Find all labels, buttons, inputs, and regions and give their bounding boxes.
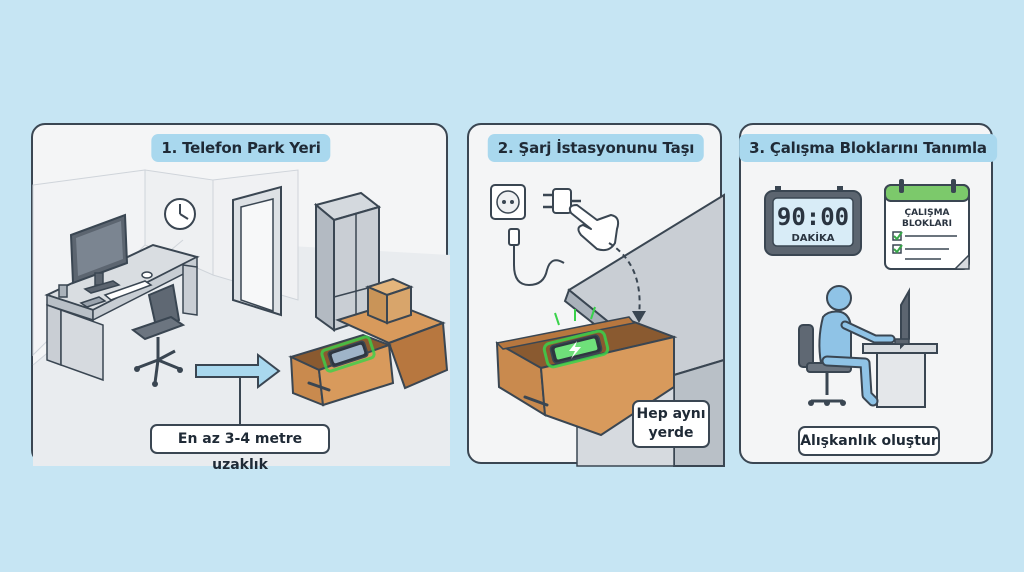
desk-icon	[44, 243, 200, 382]
panel-move-charger: 2. Şarj İstasyonunu Taşı Hep aynı yerde	[467, 123, 725, 467]
usb-cable-icon	[508, 228, 565, 287]
distance-callout: En az 3-4 metre uzaklık	[150, 424, 330, 473]
office-chair-icon	[130, 283, 186, 387]
wall-socket-icon	[490, 184, 526, 220]
cardboard-box-icon	[365, 277, 414, 325]
callout-line-2: yerde	[648, 425, 694, 441]
timer-unit: DAKİKA	[792, 230, 835, 244]
timer-value: 90:00	[777, 203, 849, 231]
calendar-line-1: ÇALIŞMA	[904, 208, 949, 218]
calendar-line-2: BLOKLARI	[902, 219, 952, 229]
hand-pointer-icon	[568, 204, 620, 252]
panel-phone-parking: 1. Telefon Park Yeri En az 3-4 metre uza…	[31, 123, 450, 473]
panel1-title: 1. Telefon Park Yeri	[151, 134, 331, 162]
callout-line-1: Hep aynı	[636, 406, 706, 422]
monitor-icon	[58, 213, 153, 308]
arrow-right-icon	[195, 352, 281, 424]
same-place-callout: Hep aynı yerde	[632, 400, 710, 448]
panel3-illustration: 90:00 DAKİKA ÇALIŞMA BLOKLARI	[764, 179, 970, 408]
person-working-icon	[818, 285, 896, 407]
phone-icon	[327, 340, 369, 368]
panel2-title: 2. Şarj İstasyonunu Taşı	[487, 134, 705, 162]
drawer-icon	[288, 301, 449, 407]
panel3-title: 3. Çalışma Bloklarını Tanımla	[739, 134, 997, 162]
monitor-icon	[894, 287, 910, 350]
panel-work-blocks: 90:00 DAKİKA ÇALIŞMA BLOKLARI	[739, 123, 997, 464]
calendar-checklist-icon: ÇALIŞMA BLOKLARI	[884, 179, 970, 270]
wall-clock-icon	[164, 198, 196, 230]
charging-phone-icon	[542, 329, 610, 369]
digital-timer-icon: 90:00 DAKİKA	[764, 186, 862, 256]
curved-arrow-icon	[608, 242, 646, 323]
charger-plug-icon	[543, 188, 581, 214]
panel1-illustration	[32, 169, 450, 466]
habit-callout: Alışkanlık oluştur	[798, 426, 940, 456]
doorway-icon	[232, 185, 282, 317]
